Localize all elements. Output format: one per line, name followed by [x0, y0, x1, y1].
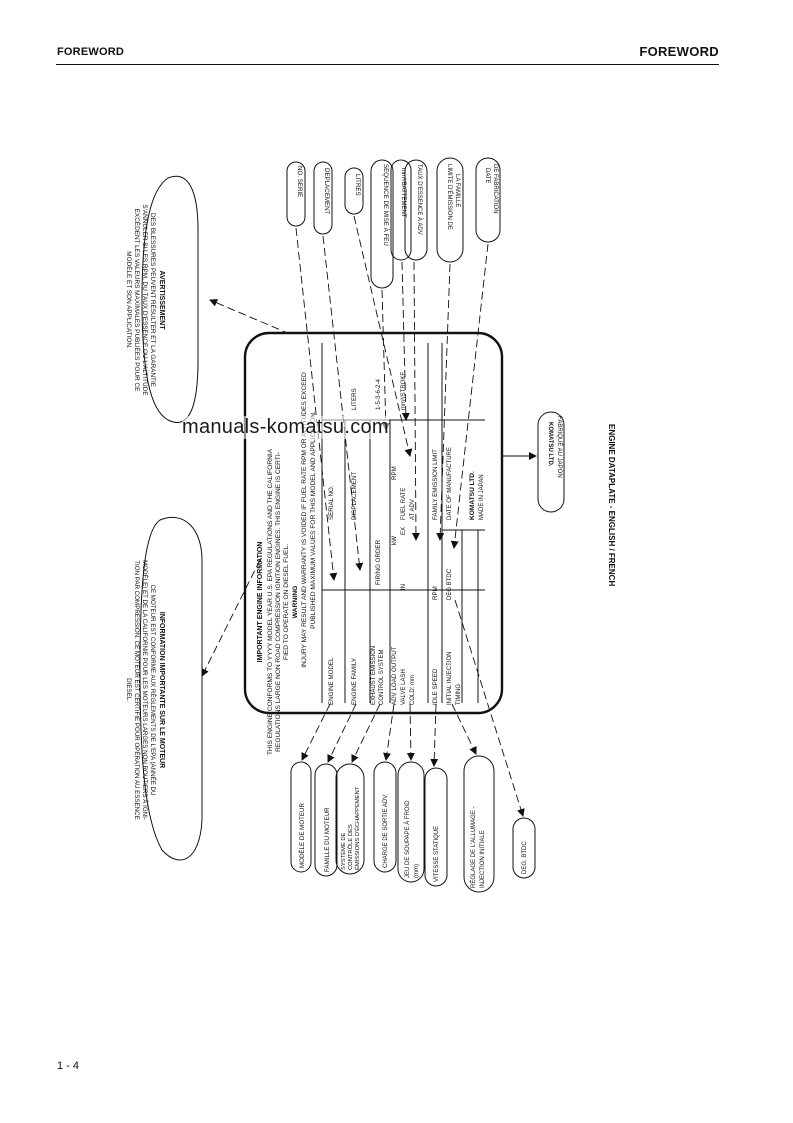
plate-title: IMPORTANT ENGINE INFORMATION: [257, 542, 264, 663]
label-date-of-manufacture: DATE OF MANUFACTURE: [447, 447, 453, 520]
callout-komatsu-fr: KOMATSU LTD.: [547, 422, 553, 467]
information-line-3: TION PAR COMPRESSION. CE MOTEUR EST CERT…: [133, 560, 140, 819]
label-firing-order-value: 1-5-3-6-2-4: [375, 378, 382, 410]
callout-date-fabrication-2: DE FABRICATION: [492, 164, 498, 214]
avertissement-title: AVERTISSEMENT: [158, 271, 165, 331]
plate-intro-line-2: REGULATIONS LARGE NON ROAD COMPRESSION I…: [275, 452, 282, 752]
callout-limite-emission-2: LA FAMILLE: [454, 174, 460, 207]
callout-jeu-soupape-1: JEU DE SOUPAPE À FROID: [404, 800, 411, 878]
callout-systeme-1: SYSTÈME DE: [340, 833, 347, 870]
header-right-title: FOREWORD: [639, 44, 719, 59]
callout-litres: LITRES: [354, 174, 361, 196]
label-rpm: RPM: [391, 466, 398, 480]
callout-sequence: SEQUENCE DE MISE À FEU: [382, 164, 389, 246]
avertissement-line-3: EXCÈDENT LES VALEURS MAXIMALES PUBLIÉES …: [133, 209, 142, 392]
callout-mm-battement: mm³/BATTEMENT: [400, 168, 406, 218]
callout-reglage-1: RÉGLAGE DE L'ALLUMAGE -: [470, 806, 477, 888]
callout-deplacement: DEPLACEMENT: [323, 168, 330, 215]
callout-date-fabrication-1: DATE: [484, 168, 490, 184]
information-line-4: DIESEL.: [125, 678, 132, 702]
callout-charge-sortie: CHARGE DE SORTIE ADV: [383, 795, 389, 868]
callout-systeme-2: CONTRÔLE DES: [347, 824, 354, 870]
plate-warning-line-1: INJURY MAY RESULT AND WARRANTY IS VOIDED…: [301, 372, 308, 668]
label-made-in: MADE IN JAPAN: [479, 474, 485, 520]
label-engine-family: ENGINE FAMILY: [351, 658, 358, 705]
label-ex: EX: [401, 527, 407, 535]
watermark: manuals-komatsu.com: [182, 416, 389, 439]
label-maker: KOMATSU LTD.: [469, 471, 476, 520]
label-fuel-rate-2: AT ADV: [410, 499, 416, 520]
label-engine-model: ENGINE MODEL: [328, 657, 335, 705]
plate-warning-line-2: PUBLISHED MAXIMUM VALUES FOR THIS MODEL …: [310, 411, 317, 629]
avertissement-line-1: DES BLESSURES PEUVENT RÉSULTER ET LA GAR…: [149, 213, 158, 387]
avertissement-block: AVERTISSEMENT DES BLESSURES PEUVENT RÉSU…: [125, 175, 199, 423]
callout-vitesse-statique: VITESSE STATIQUE: [434, 826, 440, 882]
label-serial-no: SERIAL NO.: [328, 485, 335, 520]
callout-jeu-soupape-2: (mm): [414, 864, 420, 878]
information-block: INFORMATION IMPORTANTE SUR LE MOTEUR CE …: [125, 516, 203, 861]
callout-famille-moteur: FAMILLE DU MOTEUR: [324, 807, 331, 872]
label-rpm-short: RPM: [432, 586, 439, 600]
label-firing-order: FIRING ORDER: [375, 539, 382, 585]
label-kw: kW: [391, 536, 398, 545]
label-initial-injection-2: TIMING: [456, 684, 462, 705]
plate-intro-line-1: THIS ENGINE CONFORMS TO YYYY MODEL YEAR …: [267, 448, 274, 755]
callout-systeme-3: ÉMISSIONS D'ÉCHAPPEMENT: [354, 786, 361, 870]
label-family-emission-limit: FAMILY EMISSION LIMIT: [432, 449, 439, 520]
label-fuel-rate-unit: mm³/STROKE: [401, 372, 407, 410]
figure-caption: ENGINE DATAPLATE - ENGLISH / FRENCH: [607, 424, 616, 586]
dataplate: IMPORTANT ENGINE INFORMATION THIS ENGINE…: [243, 331, 504, 755]
callout-no-serie: NO. SERIE: [296, 166, 303, 197]
header-rule: [56, 64, 719, 65]
avertissement-line-4: MODÈLE ET SON APPLICATION.: [125, 251, 134, 349]
label-emission-control-1: EXHAUST EMISSION: [371, 646, 377, 705]
label-adv-load-output: ADV LOAD OUTPUT: [391, 646, 398, 705]
callout-fabrique-japon: FABRIQUÉ AU JAPON: [556, 416, 563, 478]
label-fuel-rate-1: FUEL RATE: [401, 488, 407, 520]
callout-deg-btdc: DEG. BTDC: [522, 841, 528, 874]
callout-limite-emission-1: LIMITE D'ÉMISSION DE: [446, 164, 453, 230]
label-displacement: DISPLACEMENT: [351, 472, 358, 520]
label-in: IN: [401, 584, 407, 590]
plate-intro-line-3: FIED TO OPERATE ON DIESEL FUEL.: [283, 544, 290, 660]
label-initial-injection-1: INITIAL INJECTION: [447, 652, 453, 705]
plate-warning-title: WARNING: [292, 586, 299, 619]
header-left-title: FOREWORD: [57, 46, 124, 58]
callout-reglage-2: INJECTION INITIALE: [480, 830, 486, 888]
label-valve-lash-2: COLD: mm: [410, 675, 416, 705]
information-line-2: MODÈLE) ET DE LA CALIFORNIE POUR LES MOT…: [141, 560, 148, 820]
label-liters: LITERS: [351, 388, 358, 410]
callout-modele-moteur: MODÈLE DE MOTEUR: [299, 802, 306, 868]
label-emission-control-2: CONTROL SYSTEM: [379, 650, 385, 705]
label-deg-btdc: DEG BTDC: [447, 568, 453, 600]
information-title: INFORMATION IMPORTANTE SUR LE MOTEUR: [158, 612, 165, 768]
page-number: 1 - 4: [57, 1060, 80, 1072]
information-line-1: CE MOTEUR EST CONFORME AUX RÈGLEMENTS DE…: [149, 584, 156, 795]
callout-taux-essence: TAUX D'ESSENCE À ADV: [416, 164, 423, 235]
label-idle-speed: IDLE SPEED: [432, 668, 439, 705]
label-valve-lash-1: VALVE LASH: [401, 669, 407, 705]
avertissement-line-2: S'ANNULER SI LES RPM, DU TAUX D'ESSENCE …: [141, 204, 148, 395]
